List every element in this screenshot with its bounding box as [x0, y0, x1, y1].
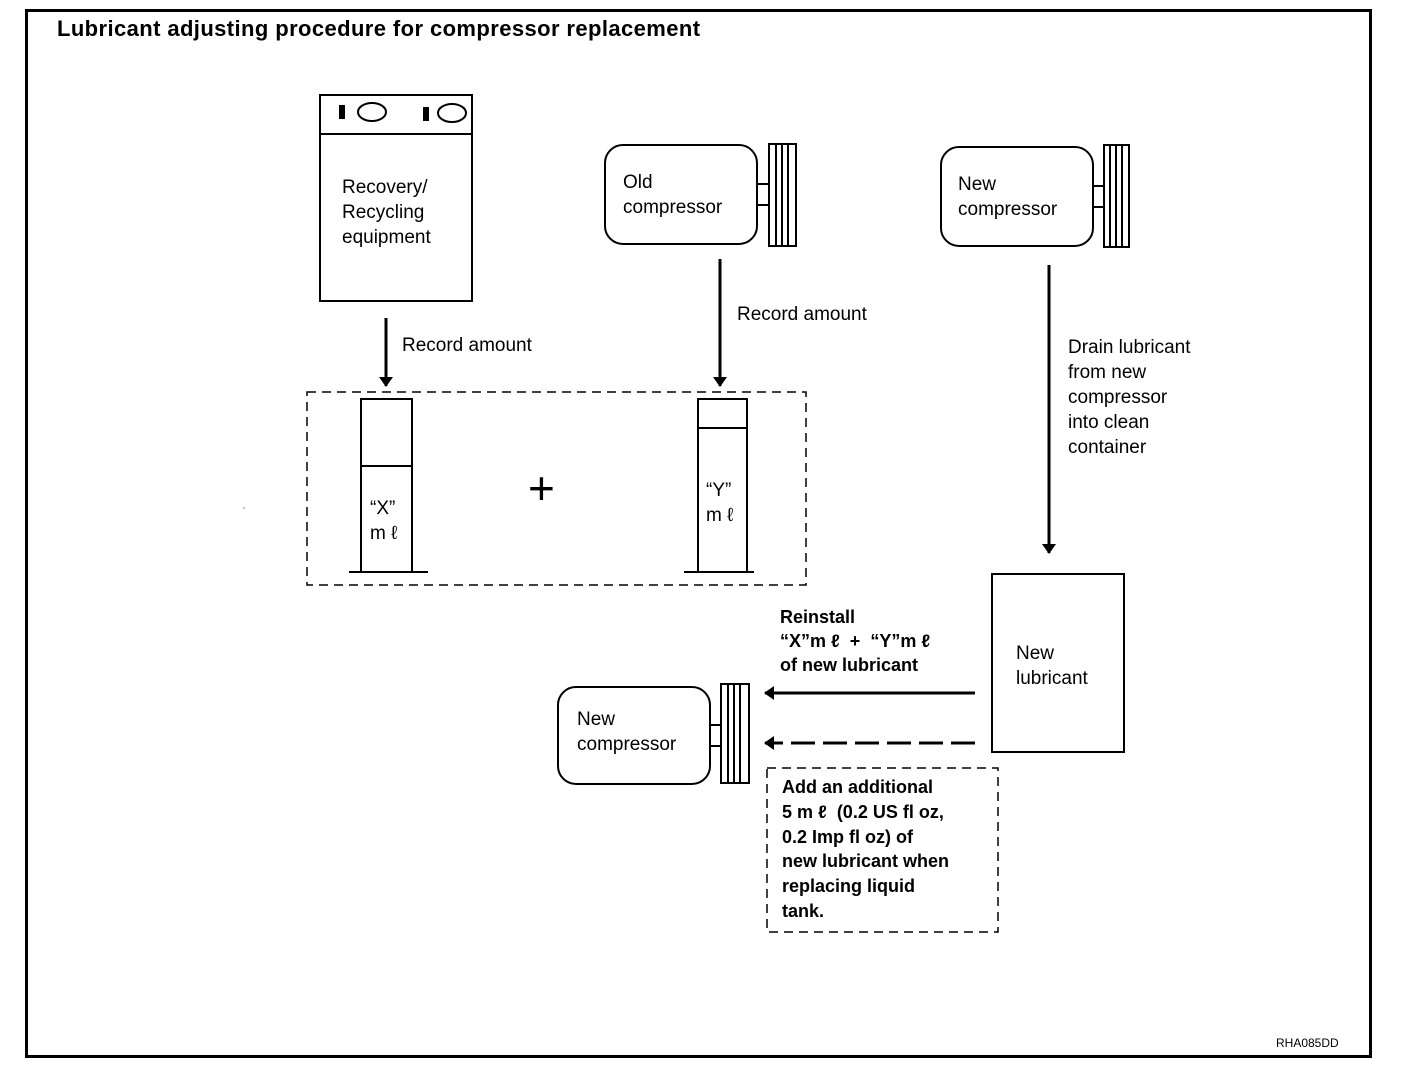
new-compressor-top	[940, 144, 1130, 248]
cylinder-y-label: “Y”m ℓ	[706, 480, 734, 526]
record-amount-left-label: Record amount	[402, 335, 532, 356]
additional-note-box	[766, 767, 999, 933]
recovery-equipment	[319, 94, 473, 302]
old-compressor	[604, 143, 797, 247]
figure-code: RHA085DD	[1276, 1036, 1339, 1050]
record-amount-right-label: Record amount	[737, 304, 867, 325]
plus-sign: +	[528, 462, 555, 514]
cylinder-x	[349, 398, 428, 573]
cylinder-x-label: “X”m ℓ	[370, 498, 398, 544]
figure-frame	[25, 9, 1372, 1058]
new-lubricant-container	[991, 573, 1125, 753]
cylinder-y	[684, 398, 754, 573]
page-title: Lubricant adjusting procedure for compre…	[57, 16, 701, 41]
new-compressor-bottom	[557, 683, 750, 785]
